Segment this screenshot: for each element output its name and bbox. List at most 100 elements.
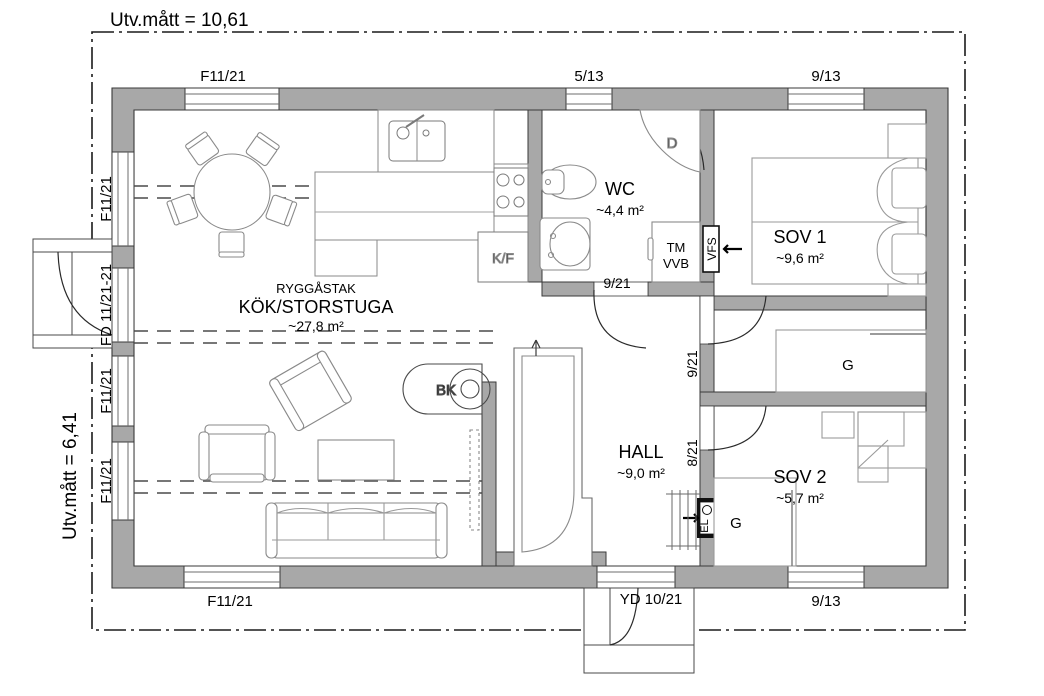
gap-door-sov2 [699,405,715,451]
armchair-left [198,424,276,483]
wall-sov1-bottom [713,295,927,311]
toilet [541,164,597,200]
dining-chair [245,132,280,167]
window-bottom-f1121 [183,565,281,589]
wall-hall-left-lower [481,381,497,567]
wood-stove-bk: BK [402,363,491,415]
boundary-outline [91,31,966,631]
dining-chair [265,194,298,227]
armchair-angled [269,350,352,432]
window-left-f1121-upper [111,151,135,247]
sov2-door-line [857,439,889,469]
kitchen-hob [493,167,529,217]
vfs-marker: VFS [702,225,742,273]
door-swing-arc-yd [609,587,639,646]
room-name-hall: HALL [618,442,663,462]
opening-label-bottom-1: F11/21 [207,593,253,610]
opening-label-left-2: F11/21 [98,368,115,414]
sov2-furniture [821,411,927,483]
direction-arrow-up [531,339,541,349]
opening-label-top-1: F11/21 [200,68,246,85]
dimension-label-left: Utv.mått = 6,41 [60,412,81,540]
wc-fixtures: D [539,109,701,283]
fixture-label-kf: K/F [492,250,514,266]
opening-labels: F11/21 5/13 9/13 F11/21 FD 11/21-21 F11/… [98,68,841,610]
opening-label-door-sov2: 8/21 [684,439,700,466]
fridge-freezer [477,231,529,283]
window-bottom-913 [787,565,865,589]
window-left-f1121-mid [111,355,135,427]
door-left-fd112121 [111,267,135,343]
closet-g-lower [713,477,797,567]
opening-label-left-1: F11/21 [98,176,115,222]
entry-porch-bottom [583,587,695,674]
el-panel: EL [683,498,717,538]
room-name-sov2: SOV 2 [773,467,826,487]
dimension-label-top: Utv.mått = 10,61 [110,10,249,31]
opening-label-left-fd: FD 11/21-21 [98,264,115,346]
dining-table [193,153,271,231]
wall-wc-bottom-right [647,281,715,297]
sov1-furniture [751,123,927,297]
shower-cabin [639,109,701,173]
sov2-wardrobe [857,411,927,469]
kitchen-island-end [314,239,378,277]
opening-label-top-2: 5/13 [574,68,603,85]
interior-walls [481,109,927,567]
dining-chair [218,231,245,258]
washbasin [539,217,591,271]
gap-door-wc [593,281,649,297]
bed-double [751,157,919,285]
bed-duvet-left [876,157,909,223]
swing-sov2-door [707,405,767,451]
opening-label-bottom-yd: YD 10/21 [620,591,683,608]
fixture-label-d: D [667,135,678,152]
room-area-hall: ~9,0 m² [617,465,665,481]
kitchen-faucet [405,114,425,128]
pillow-2 [891,233,927,275]
chimney-storage-block [469,339,593,567]
kitchen-fixtures: K/F [314,109,529,283]
room-name-kok: KÖK/STORSTUGA [239,297,394,317]
living-room-furniture [198,350,448,559]
gap-door-sov1 [699,295,715,345]
wall-g-bottom [699,391,927,407]
exterior-openings [111,87,865,589]
room-area-sov2: ~5,7 m² [776,490,824,506]
window-top-f1121 [184,87,280,111]
closet-g-upper [775,329,927,393]
opening-label-left-3: F11/21 [98,458,115,504]
room-note-ryggastak: RYGGÅSTAK [276,281,356,296]
sov2-stool [821,411,855,439]
hall-hatching [666,490,700,550]
washer-waterheater [647,221,701,283]
room-name-wc: WC [605,179,635,199]
pillow-1 [891,167,927,209]
outdoor-deck-left [32,238,113,349]
swing-sov1-door [707,295,767,345]
fixture-label-g-upper: G [842,357,854,374]
fixture-label-tm: TM [667,240,686,255]
opening-label-top-3: 9/13 [811,68,840,85]
nightstand-2 [887,283,927,297]
window-top-913 [787,87,865,111]
opening-label-door-sov1: 9/21 [684,350,700,377]
opening-label-door-wc: 9/21 [603,275,630,291]
vfs-arrow-icon [722,244,742,254]
bed-duvet-right [876,221,909,285]
sofa-three-seat [265,502,448,559]
room-area-kok: ~27,8 m² [288,318,344,334]
dining-chair [166,193,199,226]
door-bottom-yd1021 [596,565,676,589]
door-swing-arc-fd [57,251,113,336]
sov2-desk [857,411,905,447]
wall-wc-bottom-left [541,281,595,297]
fixture-label-vfs: VFS [705,237,719,260]
fixture-label-bk: BK [436,382,456,399]
window-left-f1121-lower [111,441,135,521]
coffee-table [317,439,395,481]
nightstand-1 [887,123,927,159]
room-name-sov1: SOV 1 [773,227,826,247]
room-area-wc: ~4,4 m² [596,202,644,218]
